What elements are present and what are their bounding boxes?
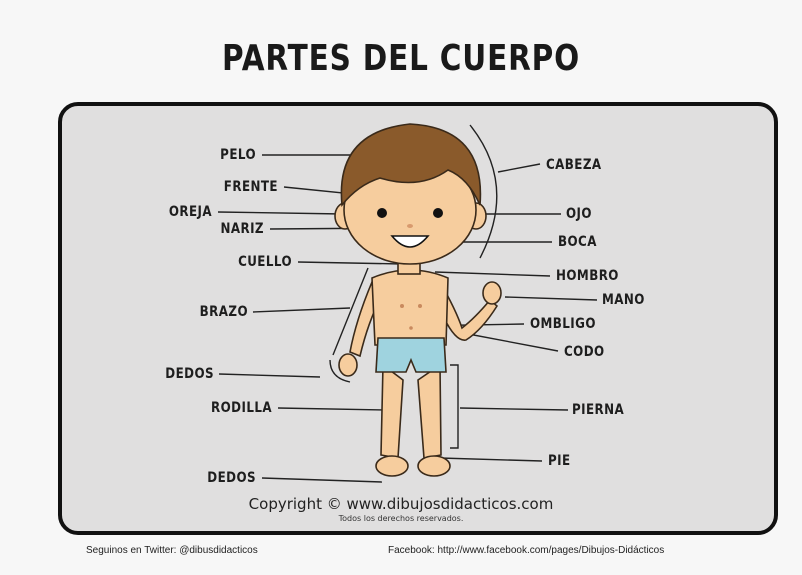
footer-facebook: Facebook: http://www.facebook.com/pages/…: [388, 545, 665, 556]
label-pierna: PIERNA: [572, 402, 625, 418]
label-nariz: NARIZ: [220, 221, 264, 237]
label-oreja: OREJA: [168, 204, 212, 220]
label-brazo: BRAZO: [199, 304, 248, 320]
label-boca: BOCA: [558, 234, 597, 250]
diagram-title: PARTES DEL CUERPO: [222, 38, 580, 79]
label-cuello: CUELLO: [238, 254, 292, 270]
label-cabeza: CABEZA: [546, 157, 602, 173]
label-mano: MANO: [602, 292, 645, 308]
smile: [390, 235, 430, 248]
label-hombro: HOMBRO: [556, 268, 619, 284]
label-dedos-mano: DEDOS: [165, 366, 214, 382]
label-pie: PIE: [548, 453, 571, 469]
brackets: [329, 124, 498, 449]
label-ojo: OJO: [566, 206, 592, 222]
copyright-text: Copyright © www.dibujosdidacticos.com: [248, 495, 554, 513]
label-dedos-pie: DEDOS: [207, 470, 256, 486]
right-eye: [433, 208, 443, 218]
rights-text: Todos los derechos reservados.: [338, 514, 464, 523]
label-frente: FRENTE: [223, 179, 278, 195]
footer-twitter: Seguinos en Twitter: @dibusdidacticos: [86, 545, 258, 556]
left-eye: [377, 208, 387, 218]
label-codo: CODO: [564, 344, 605, 360]
label-ombligo: OMBLIGO: [530, 316, 596, 332]
label-rodilla: RODILLA: [211, 400, 272, 416]
label-pelo: PELO: [220, 147, 256, 163]
